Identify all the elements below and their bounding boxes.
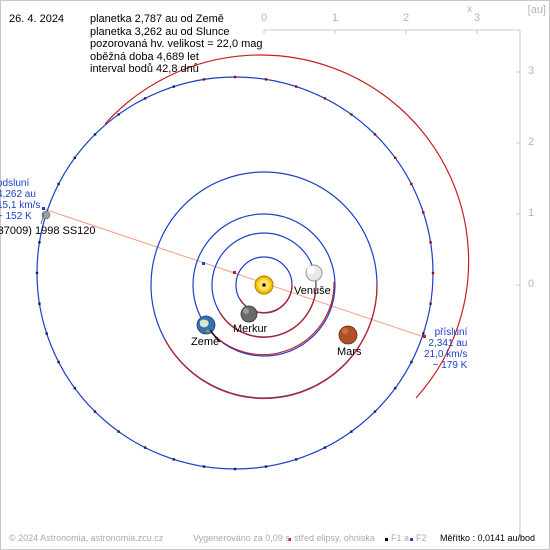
mercury-label: Merkur	[233, 323, 268, 335]
perihelion-speed: 21,0 km/s	[424, 349, 468, 360]
earth-orbit	[192, 213, 336, 357]
orbits	[36, 54, 470, 470]
asteroid-name-label: (37009) 1998 SS120	[0, 225, 96, 237]
ellipse-center-marker	[233, 271, 236, 274]
y-tick-label: 0	[528, 278, 535, 290]
orbit-point	[38, 241, 41, 244]
footer-legend-center: střed elipsy, ohniska	[294, 533, 375, 543]
orbit-point	[73, 156, 76, 159]
mercury-orbit-red-arc	[239, 284, 293, 314]
orbit-point	[422, 332, 425, 335]
y-tick-label: 2	[528, 136, 535, 148]
orbit-point	[295, 458, 298, 461]
earth-label: Země	[191, 336, 220, 348]
orbit-point	[323, 446, 327, 449]
x-axis-label: x	[467, 4, 472, 15]
aphelion-marker	[42, 207, 45, 210]
orbit-point	[410, 360, 413, 364]
orbit-point	[93, 410, 97, 413]
footer-scale: Měřítko : 0,0141 au/bod	[440, 533, 536, 543]
orbit-point	[202, 78, 206, 81]
orbit-point	[429, 241, 432, 244]
info-period: oběžná doba 4,689 let	[90, 50, 199, 63]
footer-copyright: © 2024 Astronomia, astronomia.zcu.cz	[9, 533, 164, 543]
orbit-point	[295, 85, 298, 88]
y-tick-label: 1	[528, 207, 535, 219]
mars-orbit-red-arc	[164, 284, 378, 400]
orbit-point	[143, 97, 147, 100]
perihelion-info: přísluní 2,341 au 21,0 km/s ~ 179 K	[424, 327, 467, 371]
legend-f2-square	[410, 538, 413, 541]
date-label: 26. 4. 2024	[9, 13, 65, 25]
x-tick-label: 3	[474, 12, 481, 24]
venus-orbit-red-arc	[219, 284, 317, 338]
mercury-icon	[240, 305, 258, 323]
perihelion-distance: 2,341 au	[428, 338, 468, 349]
aphelion-distance: 4,262 au	[0, 189, 36, 200]
orbit-point	[264, 465, 268, 468]
orbit-point	[57, 360, 60, 364]
footer-generated: Vygenerováno za 0,09 s	[193, 533, 290, 543]
y-tick-label: 3	[528, 65, 535, 77]
orbit-point	[350, 430, 353, 433]
axes	[263, 29, 521, 540]
x-tick-label: 0	[261, 12, 268, 24]
perihelion-temperature: ~ 179 K	[432, 360, 468, 371]
orbit-point	[429, 302, 432, 305]
asteroid-orbit-red-arc	[104, 54, 470, 399]
axis-unit-label: [au]	[527, 4, 546, 16]
perihelion-marker	[423, 335, 426, 338]
focus-f2-marker	[202, 262, 205, 265]
orbit-point	[93, 133, 97, 136]
asteroid-icon	[40, 210, 51, 225]
orbit-point	[172, 85, 175, 88]
info-distance-earth: planetka 2,787 au od Země	[90, 13, 224, 25]
orbit-point	[45, 332, 48, 335]
orbit-point	[57, 182, 60, 186]
x-tick-label: 1	[332, 12, 339, 24]
orbit-point	[323, 97, 327, 100]
orbit-point	[172, 458, 175, 461]
orbit-point	[373, 133, 377, 136]
earth-icon	[196, 315, 221, 343]
orbit-point	[373, 410, 377, 413]
legend-f1-square	[385, 538, 388, 541]
mars-icon	[338, 325, 358, 345]
orbit-point	[394, 387, 397, 390]
legend-center-square	[288, 538, 291, 541]
orbit-point	[117, 113, 120, 116]
venus-icon	[305, 264, 323, 282]
orbit-point	[202, 465, 206, 468]
orbit-point	[73, 387, 76, 390]
perihelion-title: přísluní	[434, 327, 468, 338]
earth-orbit-red-arc	[211, 281, 335, 356]
aphelion-title: odsluní	[0, 178, 30, 189]
orbit-point	[143, 446, 147, 449]
sun-icon	[254, 275, 274, 295]
orbit-point	[233, 467, 237, 471]
info-magnitude: pozorovaná hv. velikost = 22,0 mag	[90, 38, 263, 50]
aphelion-speed: 15,1 km/s	[0, 200, 41, 211]
mars-label: Mars	[337, 346, 362, 358]
info-panel: planetka 2,787 au od Země planetka 3,262…	[90, 13, 263, 76]
orbit-point	[264, 78, 268, 81]
orbit-point	[410, 182, 413, 186]
orbit-point	[350, 113, 353, 116]
orbit-point	[233, 75, 237, 79]
info-interval: interval bodů 42,8 dnů	[90, 63, 199, 75]
info-distance-sun: planetka 3,262 au od Slunce	[90, 25, 230, 38]
orbit-point	[431, 271, 435, 275]
venus-label: Venuše	[294, 285, 331, 297]
orbit-point	[394, 156, 397, 159]
orbit-point	[35, 271, 39, 275]
x-tick-label: 2	[403, 12, 410, 24]
aphelion-temperature: ~ 152 K	[0, 211, 32, 222]
footer-legend-f2: F2	[416, 533, 427, 543]
orbit-point	[117, 430, 120, 433]
orbit-point	[38, 302, 41, 305]
orbit-point	[422, 211, 425, 214]
aphelion-info: odsluní 4,262 au 15,1 km/s ~ 152 K	[0, 178, 40, 222]
footer-legend-f1: F1 a	[391, 533, 410, 543]
